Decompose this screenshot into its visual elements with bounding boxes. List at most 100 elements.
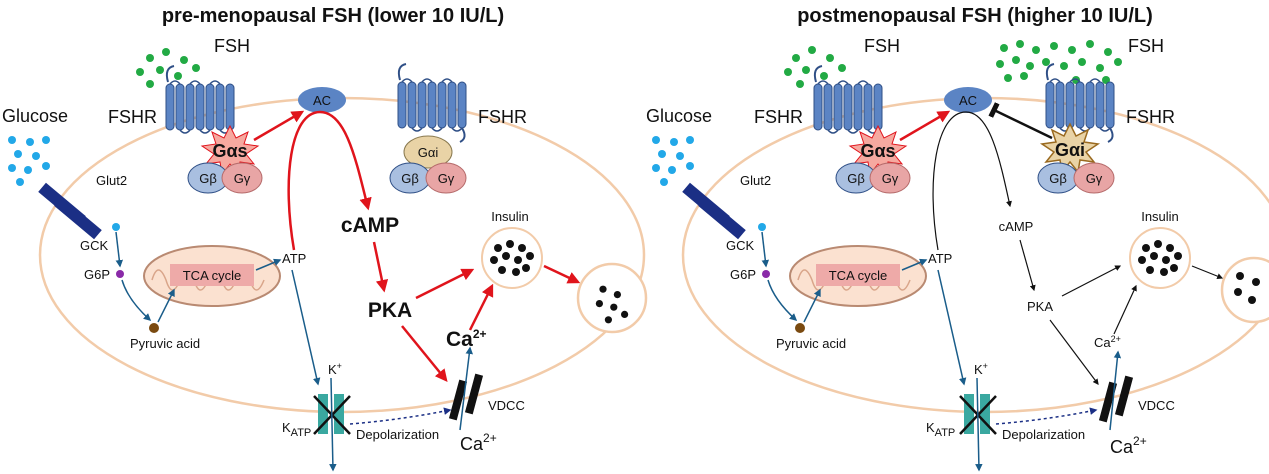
exocytosis-vesicle xyxy=(1220,256,1269,324)
depolarization-label: Depolarization xyxy=(356,427,439,442)
fshr-label-right: FSHR xyxy=(1126,107,1175,127)
g-beta-label-left: Gβ xyxy=(847,171,865,186)
fsh-dots-right xyxy=(996,40,1122,84)
fsh-dots-left xyxy=(784,46,846,88)
g6p-dot xyxy=(762,270,770,278)
panel-title: postmenopausal FSH (higher 10 IU/L) xyxy=(797,5,1153,27)
arrow-atp-to-ac xyxy=(932,111,1012,251)
tca-cycle-label: TCA cycle xyxy=(829,268,888,283)
g-alpha-i-label: Gαi xyxy=(418,145,439,160)
adenylyl-cyclase xyxy=(298,87,346,113)
g-alpha-s-label: Gαs xyxy=(860,141,895,161)
g6p-label: G6P xyxy=(730,267,756,282)
g-gamma-left xyxy=(221,162,263,194)
arrow-atp-to-katp xyxy=(291,269,321,386)
ac-label: AC xyxy=(959,93,977,108)
k-ion-label: K+ xyxy=(328,361,342,377)
cell-membrane xyxy=(38,96,646,414)
camp-label: cAMP xyxy=(341,214,399,237)
fshr-label-right: FSHR xyxy=(478,107,527,127)
fshr-label-left: FSHR xyxy=(108,107,157,127)
fsh-label-left: FSH xyxy=(864,36,900,56)
arrow-pka-to-insulin xyxy=(1061,265,1122,297)
glut2-label: Glut2 xyxy=(740,173,771,188)
g-gamma-label-left: Gγ xyxy=(882,171,899,186)
k-ion-label: K+ xyxy=(974,361,988,377)
gck-label: GCK xyxy=(726,238,755,253)
released-insulin-dots xyxy=(1234,272,1260,304)
fsh-label: FSH xyxy=(214,36,250,56)
arrow-pka-to-insulin xyxy=(415,268,475,300)
glucose-dots xyxy=(8,136,50,186)
arrow-camp-to-pka xyxy=(1019,239,1036,292)
glut2-label: Glut2 xyxy=(96,173,127,188)
pka-label: PKA xyxy=(368,299,412,322)
arrow-k-efflux xyxy=(329,377,337,472)
g-gamma-label-right: Gγ xyxy=(438,171,455,186)
fshr-receptor-right xyxy=(1045,63,1115,143)
depolarization-label: Depolarization xyxy=(1002,427,1085,442)
insulin-granule xyxy=(1129,227,1191,289)
g-gamma-left xyxy=(869,162,911,194)
tca-cycle-label: TCA cycle xyxy=(183,268,242,283)
g-gamma-right xyxy=(1073,162,1115,194)
arrow-ca-influx xyxy=(459,346,473,431)
camp-label: cAMP xyxy=(999,219,1034,234)
arrow-g6p-to-pyruvic xyxy=(121,279,152,322)
arrow-depolarization xyxy=(349,407,452,425)
g-alpha-s-label: Gαs xyxy=(212,141,247,161)
g-gamma-label-right: Gγ xyxy=(1086,171,1103,186)
tca-cycle-box xyxy=(816,264,900,286)
ca-extracellular-label: Ca2+ xyxy=(1110,434,1147,457)
arrow-g6p-to-pyruvic xyxy=(767,279,798,322)
inhibition-gai-to-ac xyxy=(988,102,1053,140)
insulin-label: Insulin xyxy=(491,209,529,224)
glucose-label: Glucose xyxy=(2,106,68,126)
arrow-pyruvic-to-tca xyxy=(803,288,821,323)
g-gamma-label-left: Gγ xyxy=(234,171,251,186)
arrow-gas-to-ac xyxy=(899,110,951,142)
arrow-insulin-to-exocytosis xyxy=(543,264,581,284)
arrow-ca-to-insulin xyxy=(1113,284,1137,335)
glucose-label: Glucose xyxy=(646,106,712,126)
gck-label: GCK xyxy=(80,238,109,253)
arrow-tca-to-atp xyxy=(255,258,282,271)
arrow-atp-to-katp xyxy=(937,269,967,386)
arrow-glucose-to-g6p xyxy=(115,231,124,268)
glut2-transporter xyxy=(38,182,102,240)
insulin-granule xyxy=(481,227,543,289)
fshr-label-left: FSHR xyxy=(754,107,803,127)
pyruvic-acid-dot xyxy=(795,323,805,333)
vdcc-label: VDCC xyxy=(488,398,525,413)
atp-label: ATP xyxy=(928,251,952,266)
arrow-pyruvic-to-tca xyxy=(157,288,175,323)
ca-intracellular-label: Ca2+ xyxy=(1094,334,1121,350)
vdcc-channel xyxy=(448,373,484,421)
arrow-ca-influx xyxy=(1109,350,1122,431)
g-alpha-i-left xyxy=(403,135,453,169)
fsh-dots xyxy=(136,48,200,88)
glucose-dots xyxy=(652,136,694,186)
vdcc-label: VDCC xyxy=(1138,398,1175,413)
arrow-tca-to-atp xyxy=(901,258,928,271)
exocytosis-vesicle xyxy=(576,262,648,334)
insulin-label: Insulin xyxy=(1141,209,1179,224)
g6p-dot xyxy=(116,270,124,278)
arrow-camp-to-pka xyxy=(372,241,389,293)
g-beta-label-right: Gβ xyxy=(401,171,419,186)
arrow-insulin-to-exocytosis xyxy=(1191,265,1224,280)
ac-label: AC xyxy=(313,93,331,108)
pka-label: PKA xyxy=(1027,299,1053,314)
glucose-intracellular-dot xyxy=(758,223,766,231)
arrow-atp-to-ac xyxy=(287,110,372,251)
g-beta-label-right: Gβ xyxy=(1049,171,1067,186)
arrow-depolarization xyxy=(995,407,1098,425)
g-alpha-i-label: Gαi xyxy=(1055,140,1085,160)
katp-label: KATP xyxy=(926,420,955,439)
adenylyl-cyclase xyxy=(944,87,992,113)
released-insulin-dots xyxy=(595,285,629,324)
arrow-pka-to-vdcc xyxy=(1049,319,1099,385)
panel-premenopausal: pre-menopausal FSH (lower 10 IU/L) FSH F… xyxy=(2,5,648,472)
atp-label: ATP xyxy=(282,251,306,266)
pyruvic-acid-dot xyxy=(149,323,159,333)
